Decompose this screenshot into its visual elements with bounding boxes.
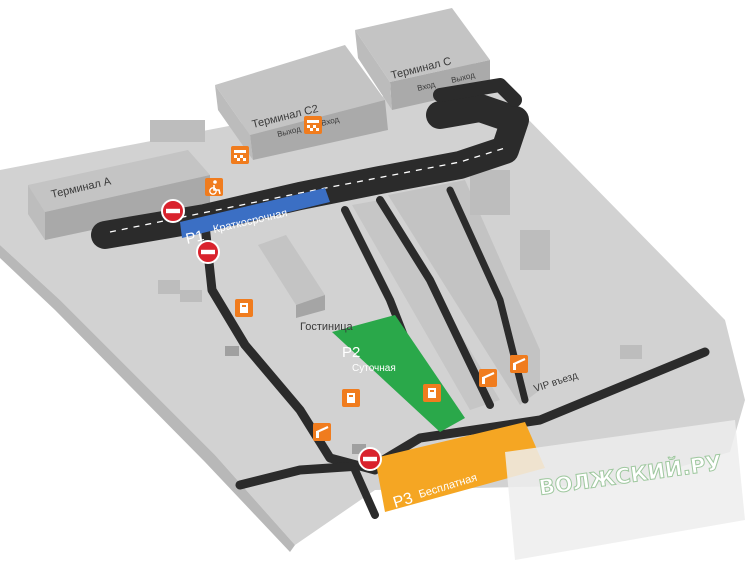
parking-p1-lot [180,188,330,238]
hangar-block [388,180,540,405]
no-entry-icon [196,240,220,264]
label-c-entry: Вход [416,80,436,93]
kiosk [225,346,239,356]
taxi-icon [304,116,322,134]
parking-p1-code: P1 [184,227,206,248]
ticket-icon [342,389,360,407]
barrier-icon [311,421,333,443]
label-c2-entry: Вход [320,115,340,128]
label-hotel: Гостиница [300,321,354,333]
parking-p2-lot [332,315,465,432]
parking-p3-lot [375,422,545,512]
building-terminal-c [355,8,490,110]
no-entry-icon [161,199,185,223]
ticket-icon [235,299,253,317]
building-terminal-a [28,150,210,240]
small-structures [150,120,642,359]
watermark-plate [505,420,745,560]
wheelchair-icon [205,178,223,196]
parking-p2-name: Суточная [352,363,396,374]
barrier-icon [477,367,499,389]
parking-p3-code: P3 [391,490,415,512]
building-hotel [258,235,325,318]
no-entry-icon [358,447,382,471]
parking-p2-code: P2 [342,344,360,361]
kiosk [352,444,366,454]
label-parking-p2: P2 Суточная [342,344,396,374]
ticket-icon [423,384,441,402]
taxi-icon [231,146,249,164]
barrier-icon [508,353,530,375]
